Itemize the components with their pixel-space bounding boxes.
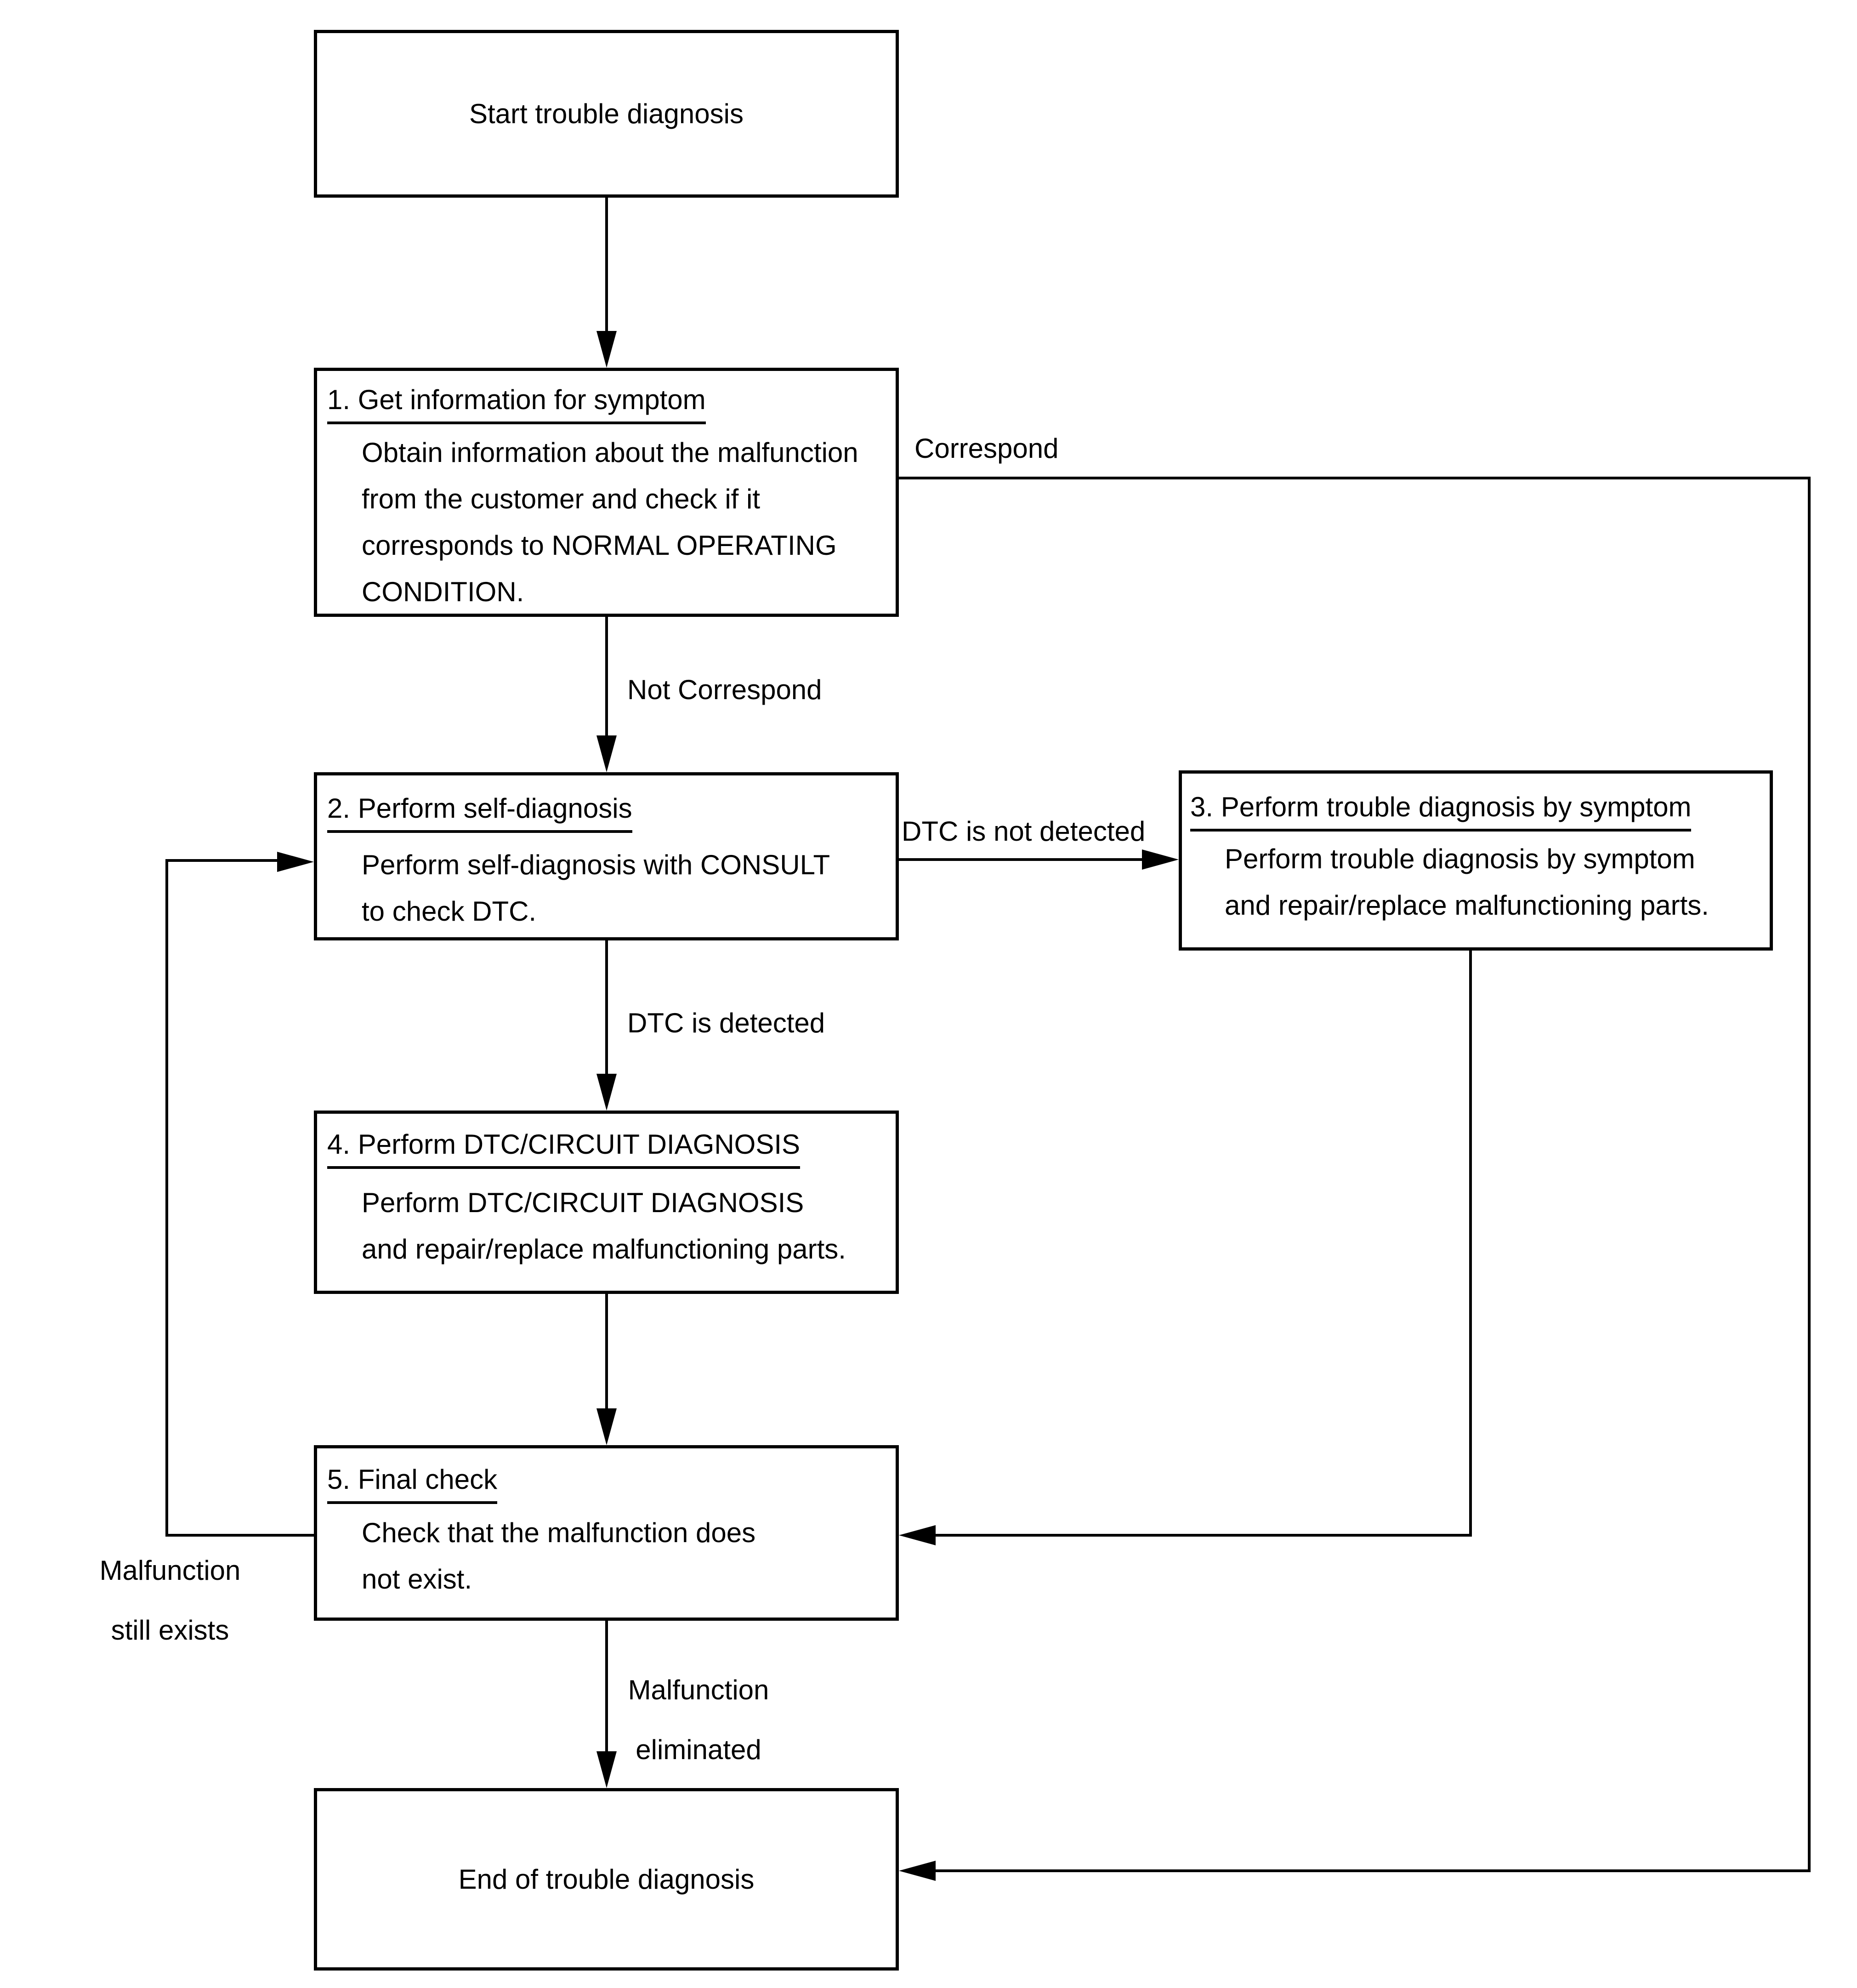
edge-label-malfunction-still-exists: Malfunction still exists bbox=[44, 1541, 296, 1660]
connector-start-step1 bbox=[605, 198, 608, 333]
node-step4-body-line: Perform DTC/CIRCUIT DIAGNOSIS bbox=[362, 1187, 804, 1218]
arrowhead-into-step2 bbox=[596, 735, 617, 772]
node-step1-body: Obtain information about the malfunction… bbox=[327, 429, 891, 615]
edge-label-malfunction-eliminated-line1: Malfunction bbox=[628, 1675, 769, 1705]
node-step1-heading-text: 1. Get information for symptom bbox=[327, 378, 706, 424]
node-step5: 5. Final check Check that the malfunctio… bbox=[314, 1445, 899, 1621]
node-step5-heading-text: 5. Final check bbox=[327, 1458, 498, 1504]
arrowhead-into-step3 bbox=[1142, 849, 1179, 870]
node-start-label: Start trouble diagnosis bbox=[469, 98, 744, 129]
edge-label-dtc-not-detected: DTC is not detected bbox=[902, 816, 1146, 847]
connector-step5-end bbox=[605, 1621, 608, 1753]
connector-correspond-bottom bbox=[936, 1869, 1811, 1872]
connector-correspond-top bbox=[899, 477, 1811, 479]
edge-label-not-correspond: Not Correspond bbox=[627, 674, 822, 705]
arrowhead-into-step4 bbox=[596, 1074, 617, 1111]
arrowhead-correspond-into-end bbox=[899, 1861, 936, 1881]
node-step2: 2. Perform self-diagnosis Perform self-d… bbox=[314, 772, 899, 940]
node-end: End of trouble diagnosis bbox=[314, 1788, 899, 1971]
node-step2-body-line: to check DTC. bbox=[362, 896, 537, 927]
edge-label-dtc-detected: DTC is detected bbox=[627, 1008, 825, 1038]
arrowhead-into-step5 bbox=[596, 1408, 617, 1445]
node-step3-heading: 3. Perform trouble diagnosis by symptom bbox=[1190, 786, 1765, 832]
connector-loop-vertical bbox=[165, 859, 168, 1537]
node-step1-body-line: from the customer and check if it bbox=[362, 484, 761, 514]
node-step1-heading: 1. Get information for symptom bbox=[327, 378, 891, 425]
arrowhead-into-step1 bbox=[596, 331, 617, 368]
edge-label-malfunction-still-exists-line2: still exists bbox=[111, 1615, 229, 1646]
node-step4-heading: 4. Perform DTC/CIRCUIT DIAGNOSIS bbox=[327, 1123, 891, 1169]
node-step2-body-line: Perform self-diagnosis with CONSULT bbox=[362, 849, 830, 880]
node-step5-heading: 5. Final check bbox=[327, 1458, 891, 1504]
connector-correspond-vertical bbox=[1808, 477, 1811, 1872]
edge-label-correspond: Correspond bbox=[914, 433, 1059, 464]
node-step4-body: Perform DTC/CIRCUIT DIAGNOSIS and repair… bbox=[327, 1179, 891, 1272]
connector-step1-step2 bbox=[605, 617, 608, 737]
node-step3-body-line: and repair/replace malfunctioning parts. bbox=[1225, 890, 1709, 921]
node-step1-body-line: Obtain information about the malfunction bbox=[362, 437, 858, 468]
node-step2-heading-text: 2. Perform self-diagnosis bbox=[327, 787, 632, 833]
connector-step2-step4 bbox=[605, 940, 608, 1076]
arrowhead-into-end bbox=[596, 1751, 617, 1788]
node-step2-body: Perform self-diagnosis with CONSULT to c… bbox=[327, 842, 891, 934]
node-step5-body: Check that the malfunction does not exis… bbox=[327, 1510, 891, 1602]
node-step1-body-line: CONDITION. bbox=[362, 576, 524, 607]
connector-step2-step3 bbox=[899, 858, 1144, 861]
node-step5-body-line: Check that the malfunction does bbox=[362, 1517, 756, 1548]
connector-step3-step5-horizontal bbox=[936, 1534, 1472, 1537]
node-step4-body-line: and repair/replace malfunctioning parts. bbox=[362, 1234, 846, 1265]
edge-label-malfunction-still-exists-line1: Malfunction bbox=[99, 1555, 241, 1586]
node-step3-heading-text: 3. Perform trouble diagnosis by symptom bbox=[1190, 786, 1692, 832]
node-step4-heading-text: 4. Perform DTC/CIRCUIT DIAGNOSIS bbox=[327, 1123, 801, 1169]
edge-label-malfunction-eliminated-line2: eliminated bbox=[636, 1734, 761, 1765]
connector-loop-bottom bbox=[167, 1534, 317, 1537]
node-start: Start trouble diagnosis bbox=[314, 30, 899, 198]
node-end-label: End of trouble diagnosis bbox=[458, 1864, 755, 1895]
node-step3-body-line: Perform trouble diagnosis by symptom bbox=[1225, 843, 1695, 874]
arrowhead-loop-into-step2 bbox=[277, 852, 314, 872]
connector-loop-top bbox=[168, 859, 278, 862]
connector-step3-step5-vertical bbox=[1469, 951, 1472, 1537]
edge-label-malfunction-eliminated: Malfunction eliminated bbox=[572, 1660, 825, 1780]
node-step4: 4. Perform DTC/CIRCUIT DIAGNOSIS Perform… bbox=[314, 1111, 899, 1294]
node-step1: 1. Get information for symptom Obtain in… bbox=[314, 368, 899, 617]
connector-step4-step5 bbox=[605, 1294, 608, 1410]
node-step3-body: Perform trouble diagnosis by symptom and… bbox=[1190, 836, 1765, 928]
arrowhead-step3-into-step5 bbox=[899, 1525, 936, 1545]
node-step1-body-line: corresponds to NORMAL OPERATING bbox=[362, 530, 837, 561]
node-step2-heading: 2. Perform self-diagnosis bbox=[327, 787, 891, 833]
node-step3: 3. Perform trouble diagnosis by symptom … bbox=[1179, 770, 1773, 951]
node-step5-body-line: not exist. bbox=[362, 1564, 472, 1595]
